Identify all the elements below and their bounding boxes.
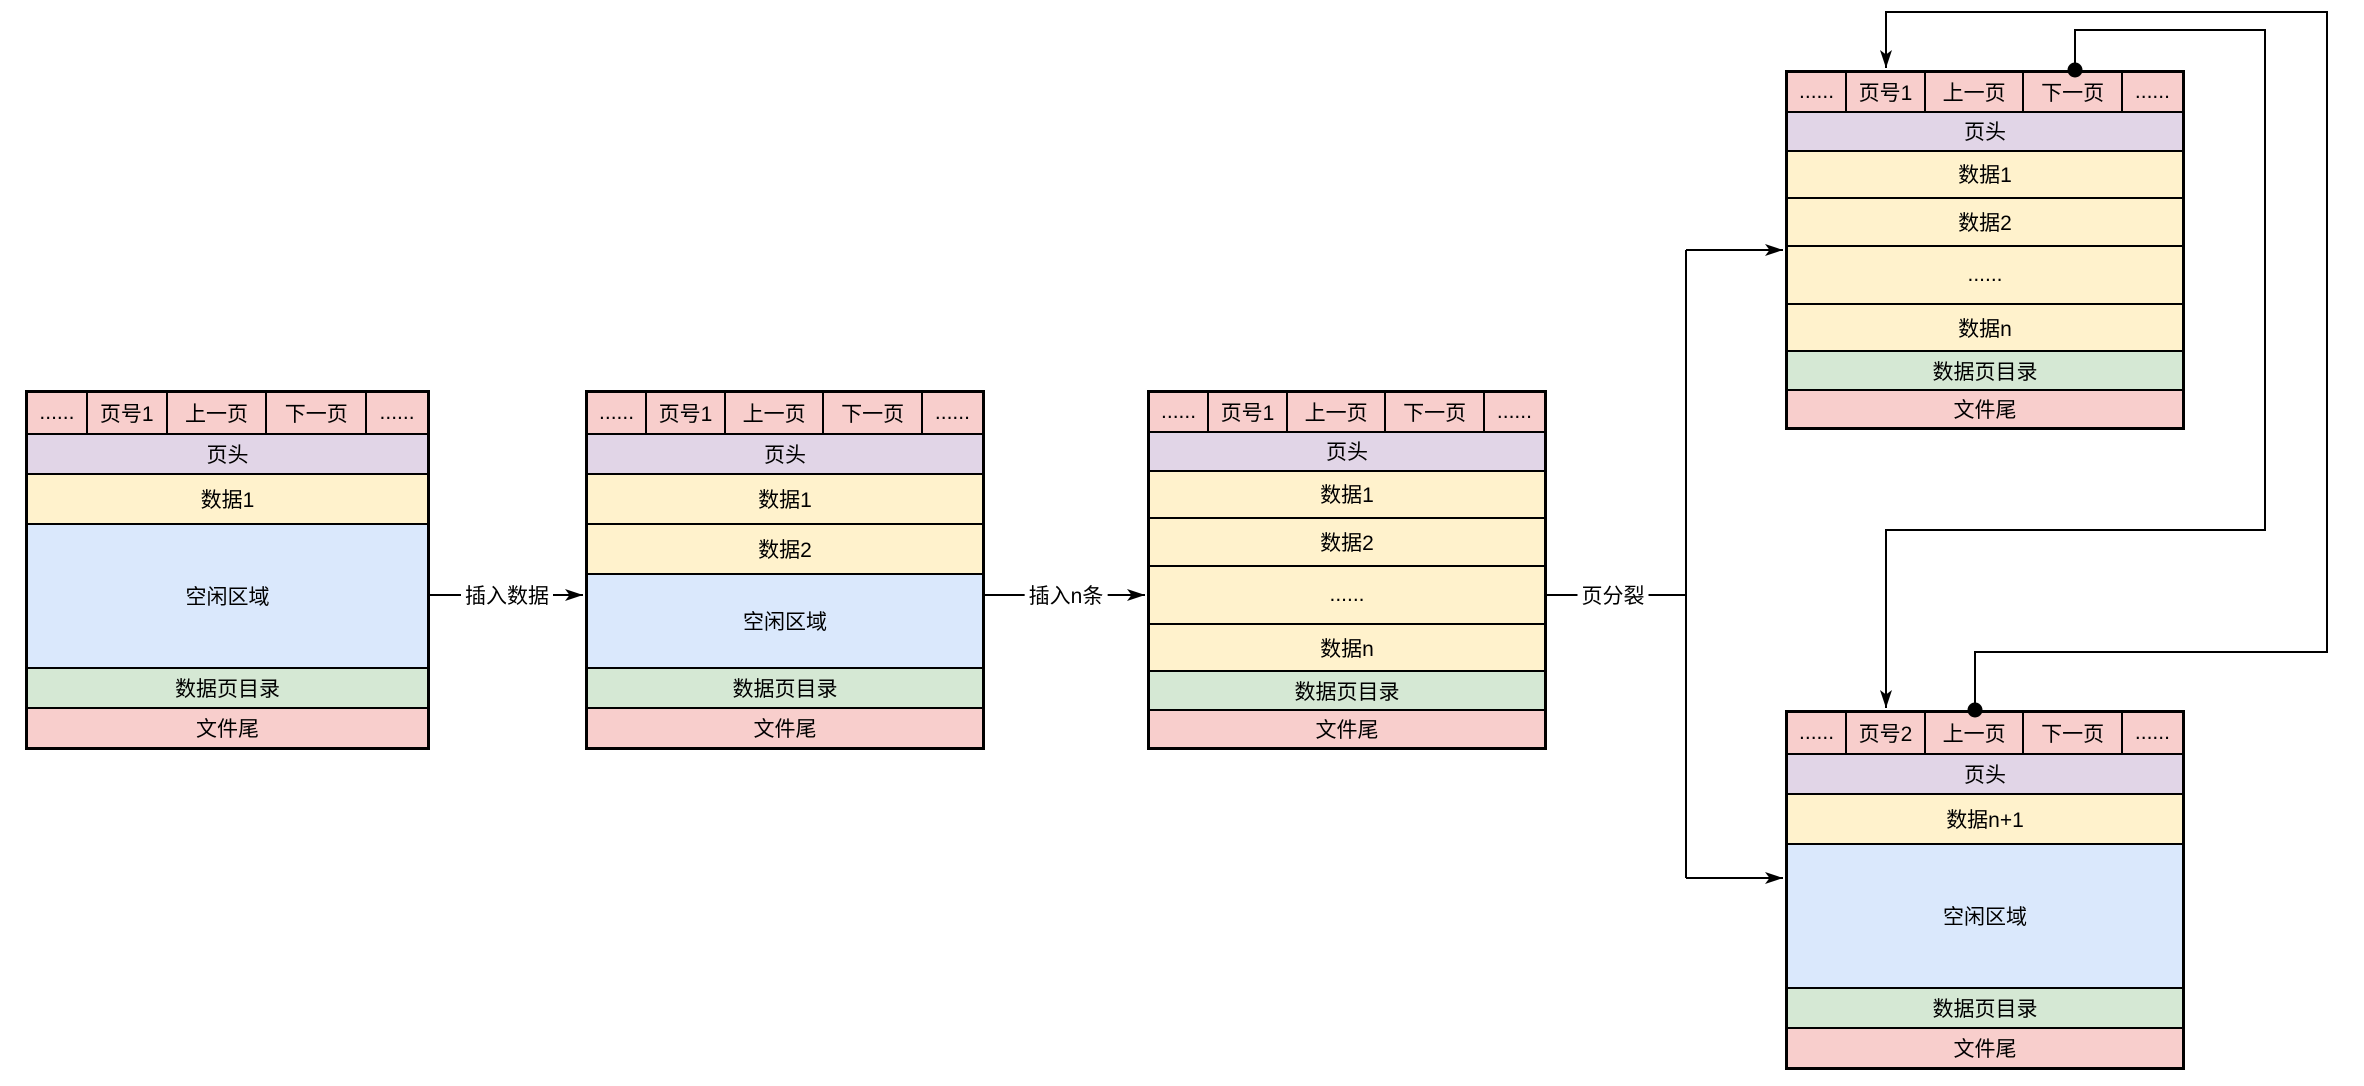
header-cell-prev-page: 上一页 [1925, 73, 2025, 112]
header-cell-next-page: 下一页 [1386, 393, 1485, 432]
edge-label-insert-n: 插入n条 [1024, 580, 1108, 610]
page-1-header-row: ...... 页号1 上一页 下一页 ...... [28, 393, 427, 433]
header-cell-ellipsis: ...... [588, 393, 648, 433]
header-cell-page-number: 页号1 [1847, 73, 1926, 112]
edge-label-page-split: 页分裂 [1577, 580, 1649, 610]
header-cell-next-page: 下一页 [2024, 73, 2123, 112]
header-cell-prev-page: 上一页 [1287, 393, 1387, 432]
row-file-tail: 文件尾 [1788, 388, 2182, 428]
row-data-1: 数据1 [28, 473, 427, 523]
header-cell-next-page: 下一页 [824, 393, 923, 433]
row-data-n: 数据n [1788, 302, 2182, 351]
row-free-space: 空闲区域 [588, 573, 982, 667]
header-cell-ellipsis: ...... [367, 393, 427, 433]
header-cell-next-page: 下一页 [267, 393, 368, 433]
page-block-4: ...... 页号1 上一页 下一页 ...... 页头 数据1 数据2 ...… [1785, 70, 2185, 430]
row-file-tail: 文件尾 [588, 707, 982, 747]
row-data-2: 数据2 [588, 523, 982, 573]
row-data-2: 数据2 [1788, 197, 2182, 246]
row-data-2: 数据2 [1150, 517, 1544, 566]
row-data-1: 数据1 [1150, 469, 1544, 518]
row-file-tail: 文件尾 [1788, 1027, 2182, 1067]
row-data-1: 数据1 [1788, 149, 2182, 198]
header-cell-ellipsis: ...... [2122, 73, 2182, 112]
header-cell-ellipsis: ...... [1788, 713, 1848, 753]
row-data-1: 数据1 [588, 473, 982, 523]
page-4-header-row: ...... 页号1 上一页 下一页 ...... [1788, 73, 2182, 112]
edge-label-insert-data: 插入数据 [461, 580, 553, 610]
header-cell-ellipsis: ...... [1788, 73, 1848, 112]
page-block-2: ...... 页号1 上一页 下一页 ...... 页头 数据1 数据2 空闲区… [585, 390, 985, 750]
page-block-3: ...... 页号1 上一页 下一页 ...... 页头 数据1 数据2 ...… [1147, 390, 1547, 750]
page-5-header-row: ...... 页号2 上一页 下一页 ...... [1788, 713, 2182, 753]
row-page-header: 页头 [1788, 753, 2182, 793]
row-data-n-plus-1: 数据n+1 [1788, 793, 2182, 843]
row-page-directory: 数据页目录 [28, 667, 427, 707]
page-3-header-row: ...... 页号1 上一页 下一页 ...... [1150, 393, 1544, 432]
header-cell-ellipsis: ...... [1484, 393, 1544, 432]
row-free-space: 空闲区域 [1788, 843, 2182, 987]
row-page-header: 页头 [28, 433, 427, 473]
header-cell-prev-page: 上一页 [167, 393, 268, 433]
header-cell-ellipsis: ...... [922, 393, 982, 433]
header-cell-page-number: 页号1 [1209, 393, 1288, 432]
header-cell-ellipsis: ...... [28, 393, 88, 433]
row-page-directory: 数据页目录 [1788, 987, 2182, 1027]
row-page-directory: 数据页目录 [588, 667, 982, 707]
header-cell-ellipsis: ...... [2122, 713, 2182, 753]
row-page-directory: 数据页目录 [1150, 670, 1544, 709]
header-cell-page-number: 页号2 [1847, 713, 1926, 753]
header-cell-page-number: 页号1 [647, 393, 726, 433]
header-cell-prev-page: 上一页 [1925, 713, 2025, 753]
row-data-ellipsis: ...... [1150, 565, 1544, 623]
row-page-header: 页头 [1788, 111, 2182, 150]
row-page-directory: 数据页目录 [1788, 350, 2182, 389]
row-page-header: 页头 [1150, 431, 1544, 470]
row-data-ellipsis: ...... [1788, 245, 2182, 303]
header-cell-page-number: 页号1 [87, 393, 168, 433]
row-page-header: 页头 [588, 433, 982, 473]
header-cell-prev-page: 上一页 [725, 393, 825, 433]
header-cell-ellipsis: ...... [1150, 393, 1210, 432]
row-file-tail: 文件尾 [28, 707, 427, 747]
row-file-tail: 文件尾 [1150, 708, 1544, 748]
row-free-space: 空闲区域 [28, 523, 427, 667]
header-cell-next-page: 下一页 [2024, 713, 2123, 753]
page-block-1: ...... 页号1 上一页 下一页 ...... 页头 数据1 空闲区域 数据… [25, 390, 430, 750]
row-data-n: 数据n [1150, 622, 1544, 671]
page-2-header-row: ...... 页号1 上一页 下一页 ...... [588, 393, 982, 433]
page-block-5: ...... 页号2 上一页 下一页 ...... 页头 数据n+1 空闲区域 … [1785, 710, 2185, 1070]
